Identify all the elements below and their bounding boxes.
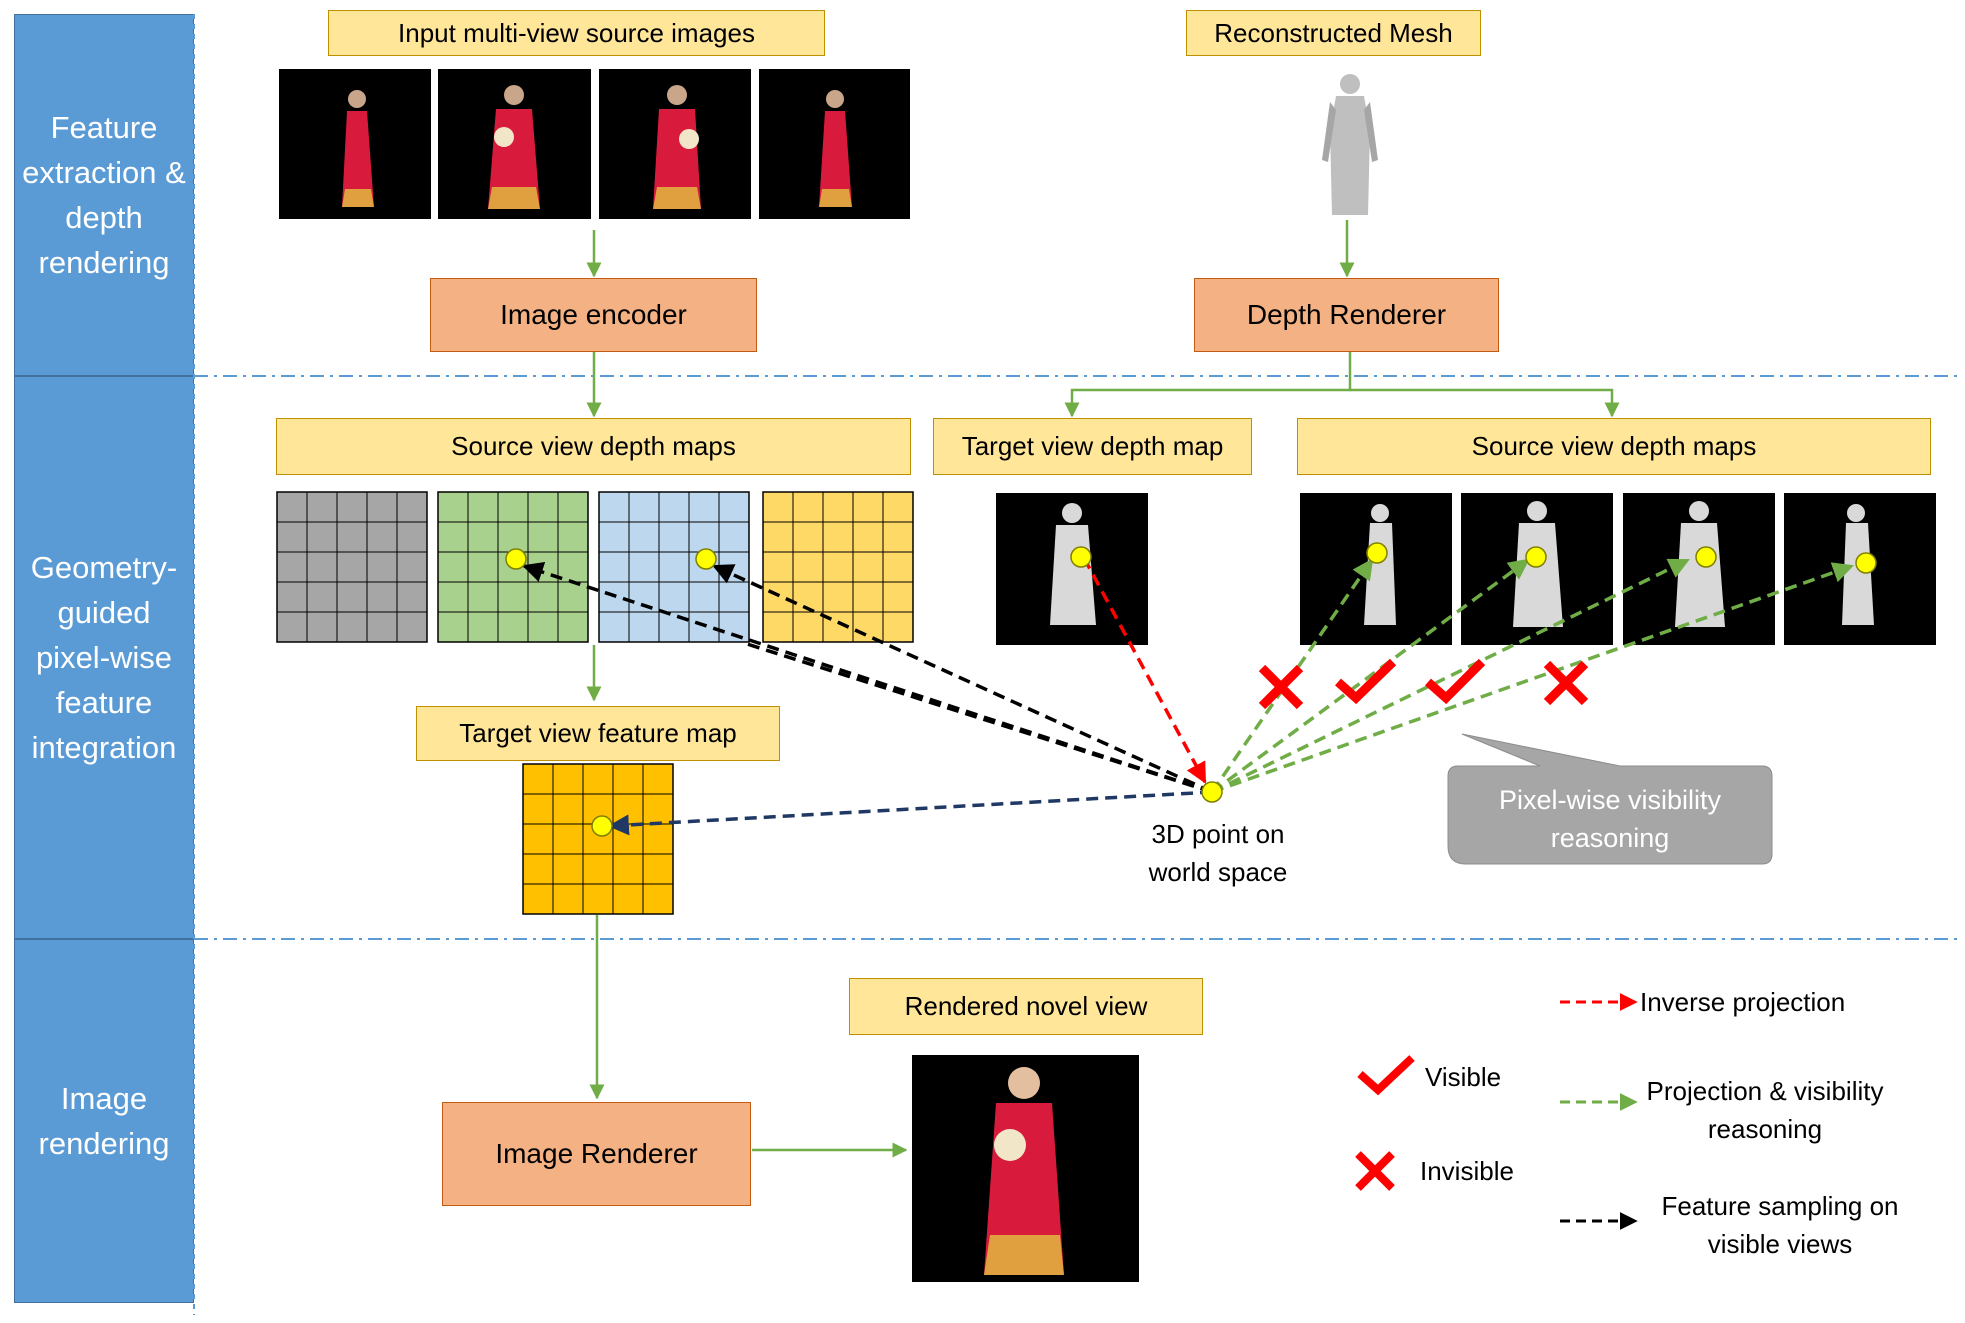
arrow-renderer-branch [1064, 352, 1352, 418]
feature-grid-green [437, 491, 589, 643]
image-renderer-box: Image Renderer [442, 1102, 751, 1206]
world-space-point [1201, 781, 1223, 803]
sampling-line-blue [712, 564, 1213, 794]
image-encoder-box: Image encoder [430, 278, 757, 352]
sampling-line-blue-b [743, 641, 1213, 794]
label-source-depth-maps-right: Source view depth maps [1297, 418, 1931, 475]
depth-silhouette [1842, 504, 1874, 625]
source-image-1 [279, 69, 431, 219]
person-figure [342, 90, 374, 207]
source-image-3 [599, 69, 751, 219]
sample-point-blue-grid [695, 548, 717, 570]
grid-cells [276, 491, 428, 643]
rendered-novel-view-image [912, 1055, 1139, 1282]
stage-label-image-rendering: Image rendering [14, 939, 194, 1303]
label-input-images: Input multi-view source images [328, 10, 825, 56]
grid-cells [522, 763, 674, 915]
legend-feature-sampling: Feature sampling on visible views [1661, 1191, 1899, 1259]
grid-cells [437, 491, 589, 643]
visibility-callout: Pixel-wise visibility reasoning [1498, 785, 1722, 853]
visible-mark-2 [1425, 658, 1486, 705]
visibility-callout-shape [1447, 733, 1773, 865]
source-image-4 [759, 69, 910, 219]
stage-label-feature-extraction-text: Feature extraction & depth rendering [22, 110, 186, 280]
sample-point-depth-1 [1366, 542, 1388, 564]
sampling-line-green [522, 561, 1213, 794]
target-feature-grid [522, 763, 674, 915]
stage-label-integration: Geometry-guided pixel-wise feature integ… [14, 376, 194, 939]
mesh-figure [1322, 74, 1378, 215]
sample-point-depth-2 [1525, 546, 1547, 568]
person-figure [653, 85, 701, 209]
point-label: 3D point on world space [1148, 819, 1288, 887]
legend-visible-icon [1357, 1055, 1415, 1096]
label-source-depth-maps-left: Source view depth maps [276, 418, 911, 475]
projection-line-4 [1211, 562, 1854, 794]
invisible-mark-2 [1543, 660, 1589, 706]
sample-point-depth-3 [1695, 546, 1717, 568]
stage-label-image-rendering-text: Image rendering [38, 1081, 170, 1161]
projection-line-2 [1210, 558, 1530, 794]
label-rendered-novel-view: Rendered novel view [849, 978, 1203, 1035]
label-reconstructed-mesh: Reconstructed Mesh [1186, 10, 1481, 56]
source-image-2 [438, 69, 591, 219]
sample-point-target-grid [591, 815, 613, 837]
invisible-mark-1 [1258, 664, 1304, 710]
sampling-line-target [607, 790, 1213, 836]
depth-renderer-box: Depth Renderer [1194, 278, 1499, 352]
legend-inverse-projection: Inverse projection [1640, 987, 1846, 1017]
projection-line-3 [1211, 558, 1690, 794]
legend-projection: Projection & visibility reasoning [1646, 1076, 1884, 1144]
sample-point-target-depth [1070, 546, 1092, 568]
legend-invisible-icon [1355, 1151, 1395, 1191]
feature-grid-gray [276, 491, 428, 643]
stage-label-feature-extraction: Feature extraction & depth rendering [14, 14, 194, 376]
source-depth-map-2 [1461, 493, 1613, 645]
legend-visible: Visible [1425, 1062, 1502, 1092]
target-depth-map-image [996, 493, 1148, 645]
label-target-depth-map: Target view depth map [933, 418, 1252, 475]
sample-point-depth-4 [1855, 552, 1877, 574]
arrow-renderer-branch-right [1350, 388, 1620, 418]
person-figure [819, 90, 852, 207]
person-figure [984, 1067, 1064, 1275]
label-target-feature-map: Target view feature map [416, 706, 780, 761]
grid-cells [762, 491, 914, 643]
inverse-projection-line [1082, 557, 1207, 784]
depth-silhouette [1513, 501, 1563, 627]
stage-label-integration-text: Geometry-guided pixel-wise feature integ… [30, 550, 178, 765]
person-figure [488, 85, 540, 209]
sample-point-green-grid [505, 548, 527, 570]
feature-grid-yellow [762, 491, 914, 643]
legend-invisible: Invisible [1420, 1156, 1514, 1186]
visible-mark-1 [1335, 658, 1397, 705]
